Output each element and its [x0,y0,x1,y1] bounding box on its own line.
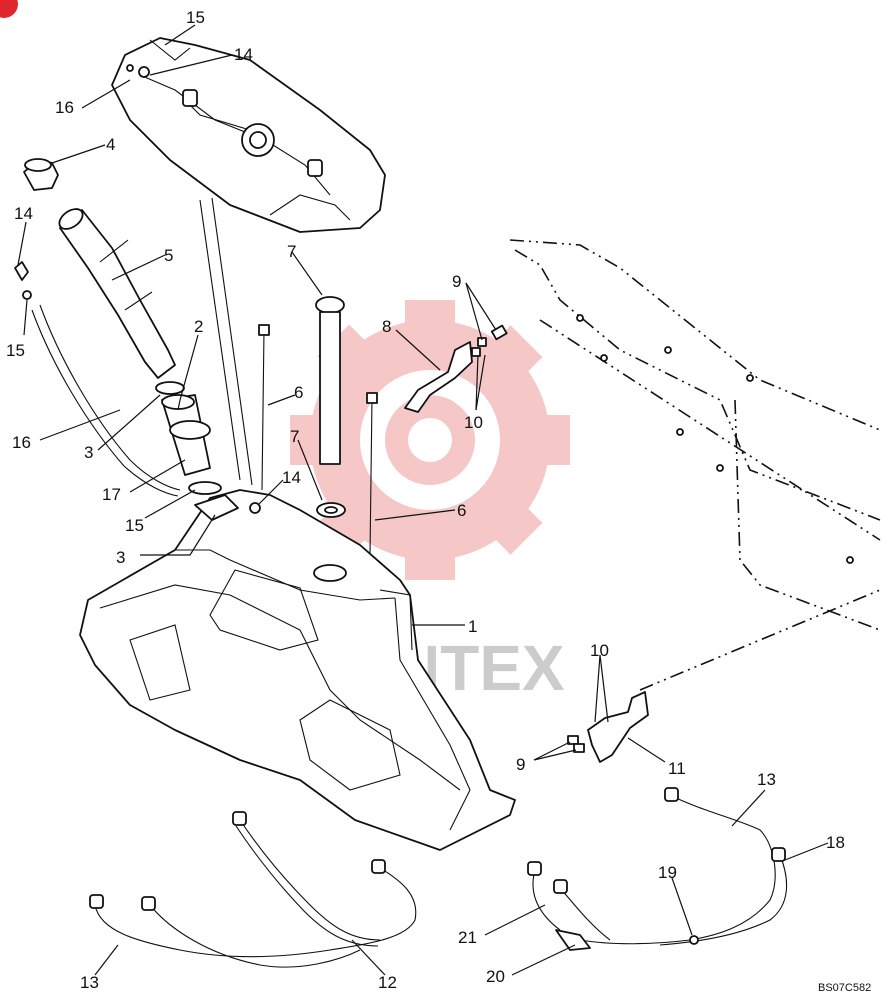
callout-7: 7 [290,427,299,446]
tank-bracket [404,341,473,413]
callout-4: 4 [106,135,115,154]
callout-1: 1 [468,617,477,636]
frame-outline [509,239,881,691]
callout-7: 7 [287,242,296,261]
filler-coupler [155,381,211,476]
callout-15: 15 [6,341,25,360]
callout-14: 14 [234,45,253,64]
callout-10: 10 [464,413,483,432]
callout-20: 20 [486,967,505,986]
callout-16: 16 [12,433,31,452]
callout-10: 10 [590,641,609,660]
strap-rod [369,397,373,556]
callout-19: 19 [658,863,677,882]
callout-3: 3 [84,443,93,462]
strap-rod-nut [366,392,378,404]
callout-2: 2 [194,317,203,336]
callout-9: 9 [516,755,525,774]
callout-21: 21 [458,928,477,947]
corner-badge [0,0,18,18]
fuel-tank [79,489,516,851]
harness-left [89,811,417,968]
harness-right [527,787,788,951]
callout-9: 9 [452,272,461,291]
fuel-cap [23,158,59,191]
callout-6: 6 [294,383,303,402]
callout-14: 14 [14,204,33,223]
callout-17: 17 [102,485,121,504]
leader-lines [17,24,829,976]
callout-16: 16 [55,98,74,117]
drawing-code: BS07C582 [818,982,871,994]
tank-top-inset [111,37,386,233]
callout-8: 8 [382,317,391,336]
callout-12: 12 [378,973,397,992]
callout-13: 13 [757,770,776,789]
strap-rod [261,329,265,491]
callout-15: 15 [186,8,205,27]
callout-13: 13 [80,973,99,992]
breather-hose [14,261,181,497]
callout-5: 5 [164,246,173,265]
callout-3: 3 [116,548,125,567]
fuel-sender [315,296,346,518]
strap-rod-nut [258,324,270,336]
lower-bracket [567,691,649,763]
callout-15: 15 [125,516,144,535]
filler-hose [58,208,176,379]
callout-11: 11 [668,759,686,778]
callouts: 15 14 16 4 14 5 7 9 2 8 15 6 10 16 7 3 1… [6,8,845,992]
watermark-logo [290,300,570,580]
collar-clamp [188,481,261,521]
callout-18: 18 [826,833,845,852]
callout-14: 14 [282,468,301,487]
callout-6: 6 [457,501,466,520]
